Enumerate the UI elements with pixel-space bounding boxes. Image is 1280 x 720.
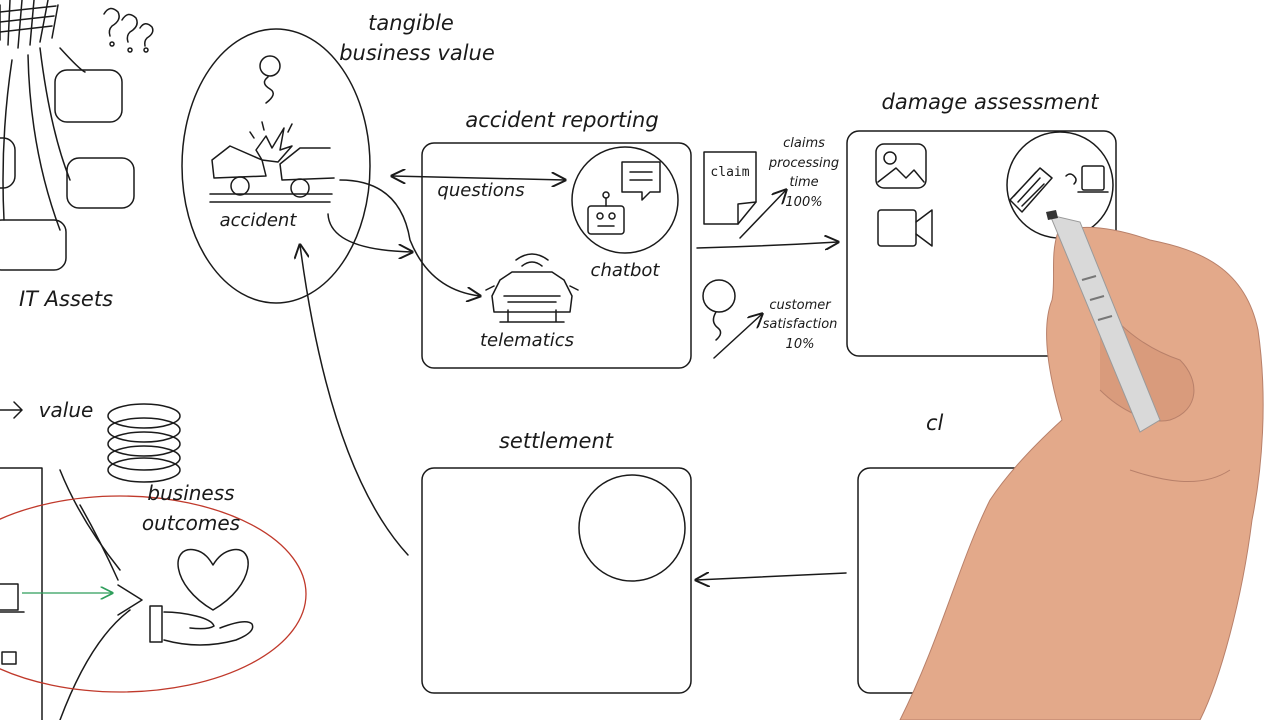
tangible-label-line2: business value [339,41,495,65]
accident-ellipse [181,28,371,304]
telematics-label: telematics [480,330,574,351]
settlement-box [421,467,692,694]
robot-icon [587,191,625,235]
video-camera-icon [877,209,933,247]
it-asset-box-2 [0,137,16,189]
questions-label: questions [437,180,524,201]
it-asset-connectors [2,47,86,231]
questions-arrow [392,176,565,180]
business-outcomes-line2: outcomes [142,511,240,535]
chevron-icon [117,584,143,616]
tangible-label-line1: tangible [368,11,454,35]
drawing-hand [899,210,1264,720]
laptop-icon [0,583,25,665]
arrow-accident-to-telematics [339,179,480,296]
business-outcomes-line1: business [147,481,234,505]
heart-hand-icon [149,548,254,646]
buildings-icon [0,0,59,49]
business-outcomes-highlight [0,495,307,693]
claim-document-icon [703,151,757,225]
claims-metric-line3: time [789,175,818,190]
left-panel-edge [0,467,43,720]
arrow-reporting-to-assessment [696,242,838,248]
accident-label: accident [220,210,298,231]
claims-metric-pct: 100% [785,195,822,210]
satisfaction-trend-arrow [713,314,762,359]
car-crash-icon [209,121,335,203]
it-asset-box-1 [54,69,123,123]
arrow-settlement-to-accident [300,245,409,556]
chatbot-label: chatbot [591,260,661,281]
claims-box-title-partial: cl [926,411,944,435]
value-arrow [0,401,23,419]
lightbulb-icon [702,279,736,341]
chatbot-icon [621,161,661,201]
curve-upper [59,469,121,571]
accident-reporting-box [421,142,692,369]
it-asset-box-4 [0,219,67,271]
value-label: value [39,398,94,422]
satisfaction-metric-line2: satisfaction [763,317,838,332]
claims-trend-arrow [739,190,786,239]
settlement-circle [578,474,686,582]
curve-lower [59,609,131,720]
damage-assessment-title: damage assessment [882,90,1100,114]
accident-reporting-title: accident reporting [465,108,658,132]
satisfaction-metric-line1: customer [769,298,832,313]
arrow-accident-to-reporting [327,213,412,252]
satisfaction-metric-pct: 10% [786,337,815,352]
question-marks-icon [103,7,154,53]
claims-metric-line1: claims [783,136,825,151]
arrow-claims-to-settlement [696,573,847,580]
curve-mid [79,504,119,581]
documents-icon [1009,165,1109,213]
claim-doc-label: claim [710,165,749,180]
lightbulb-icon [259,55,281,104]
car-telematics-icon [485,253,579,323]
image-icon [875,143,927,189]
it-assets-label: IT Assets [19,287,113,311]
settlement-title: settlement [499,429,614,453]
claims-metric-line2: processing [768,156,839,171]
it-asset-box-3 [66,157,135,209]
chatbot-circle [571,146,679,254]
database-stack-icon [107,403,181,483]
